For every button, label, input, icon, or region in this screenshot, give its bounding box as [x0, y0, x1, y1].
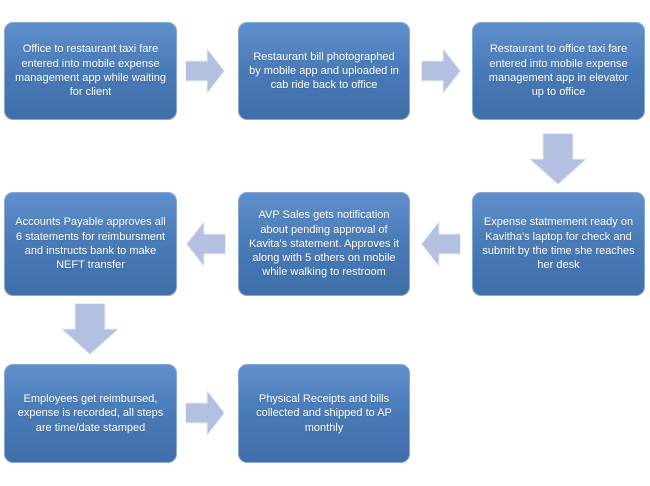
arrow-right-step2-step3-icon [421, 48, 461, 94]
flow-step-3-label: Restaurant to office taxi fare entered i… [488, 43, 629, 99]
flow-step-5: AVP Sales gets notification about pendin… [238, 192, 410, 296]
flow-step-4-label: Expense statmement ready on Kavitha's la… [482, 216, 635, 272]
flow-step-3: Restaurant to office taxi fare entered i… [472, 22, 645, 120]
flow-step-7: Employees get reimbursed, expense is rec… [4, 364, 177, 463]
arrow-left-step4-step5-icon [421, 221, 461, 267]
flow-step-6: Accounts Payable approves all 6 statemen… [4, 192, 177, 296]
flow-step-5-label: AVP Sales gets notification about pendin… [248, 209, 400, 279]
arrow-down-step3-step4-icon [529, 133, 587, 185]
arrow-right-step1-step2-icon [185, 48, 225, 94]
flow-step-8-label: Physical Receipts and bills collected an… [256, 393, 392, 434]
flow-step-6-label: Accounts Payable approves all 6 statemen… [15, 216, 166, 272]
flow-step-2-label: Restaurant bill photographed by mobile a… [249, 50, 399, 92]
flow-step-1-label: Office to restaurant taxi fare entered i… [14, 43, 167, 99]
flow-step-4: Expense statmement ready on Kavitha's la… [472, 192, 645, 296]
flow-step-8: Physical Receipts and bills collected an… [238, 364, 410, 463]
arrow-right-step7-step8-icon [185, 390, 225, 436]
arrow-down-step6-step7-icon [61, 303, 119, 355]
flow-step-1: Office to restaurant taxi fare entered i… [4, 22, 177, 120]
flow-step-2: Restaurant bill photographed by mobile a… [238, 22, 410, 120]
arrow-left-step5-step6-icon [186, 221, 226, 267]
flow-step-7-label: Employees get reimbursed, expense is rec… [17, 393, 164, 434]
